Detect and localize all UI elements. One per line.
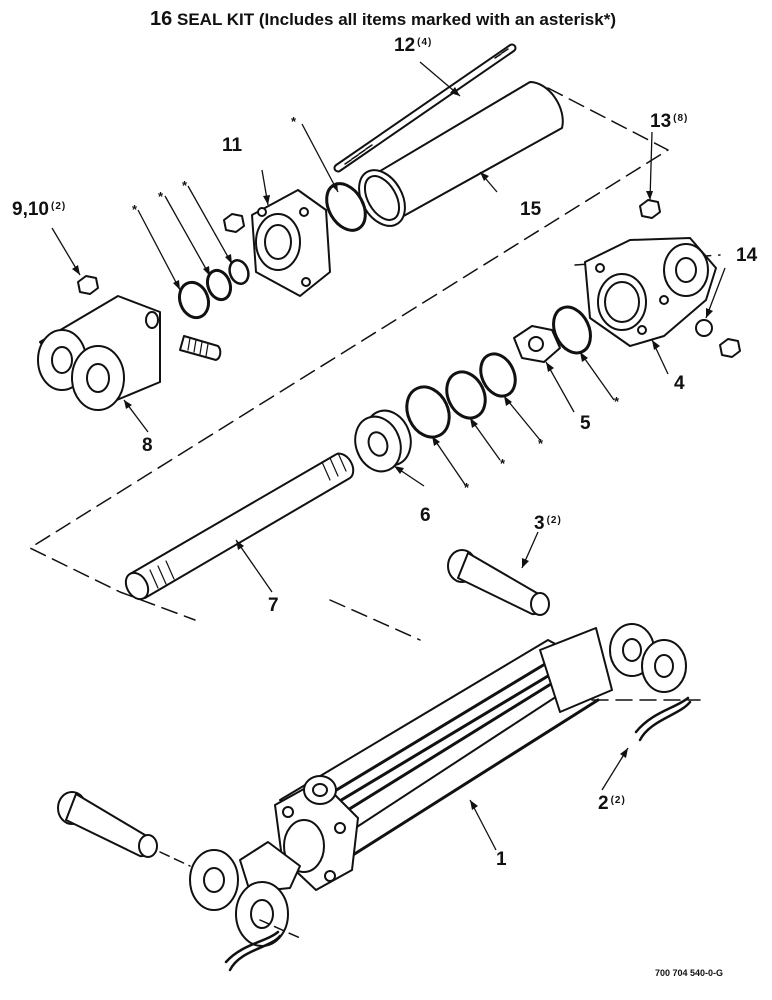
- piston-seal-1: [479, 352, 517, 398]
- callout-15: 15: [520, 199, 542, 220]
- piston-rod-part: [124, 452, 355, 601]
- callout-3: 3(2): [534, 513, 562, 534]
- callout-7: 7: [268, 595, 279, 616]
- head-block-part: [251, 189, 331, 297]
- base-o-ring: [552, 305, 592, 355]
- leader-star-wiper: [137, 209, 181, 291]
- leader-star-o-ring: [301, 123, 339, 193]
- head-nut: [223, 213, 245, 233]
- cylinder-tube-part: [358, 80, 564, 227]
- callout-12: 12(4): [394, 35, 433, 56]
- asterisk-marker: *: [614, 394, 620, 409]
- left-clevis-guide: [259, 919, 301, 939]
- clevis-bolt: [179, 335, 222, 361]
- callout-13: 13(8): [650, 111, 689, 132]
- callout-4: 4: [674, 373, 685, 394]
- assembled-cylinder-part: [189, 623, 687, 947]
- callout-11: 11: [222, 135, 243, 156]
- leader-5: [545, 361, 575, 413]
- piston-nut-part: [513, 325, 561, 363]
- piston-seal-2: [445, 370, 487, 420]
- asterisk-marker: *: [464, 480, 470, 495]
- callout-6: 6: [420, 505, 431, 526]
- drawing-code: 700 704 540-0-G: [655, 968, 724, 978]
- callout-2: 2(2): [598, 793, 626, 814]
- cotter-pin-right: [634, 696, 692, 742]
- leader-13: [649, 131, 653, 201]
- leader-star-base-o-ring: [579, 351, 615, 401]
- seal-kit-number: 16: [150, 8, 173, 30]
- clevis-lock-nut: [77, 275, 99, 295]
- leader-star-rod-seal: [164, 195, 211, 277]
- callout-1: 1: [496, 849, 507, 870]
- asterisk-marker: *: [132, 202, 138, 217]
- rod-seal: [205, 268, 233, 302]
- wiper-seal: [177, 280, 211, 320]
- leader-arrowheads: [72, 87, 713, 810]
- left-pin-guide: [159, 851, 191, 867]
- grease-fitting: [695, 319, 713, 337]
- grease-fitting-cap: [719, 338, 741, 358]
- left-pin-part: [57, 791, 158, 858]
- callout-8: 8: [142, 435, 153, 456]
- callout-14: 14: [736, 245, 758, 266]
- asterisk-marker: *: [182, 178, 188, 193]
- pin-part: [447, 549, 550, 616]
- leader-star-seal-3: [431, 435, 467, 487]
- asterisk-marker: *: [538, 436, 544, 451]
- rod-clevis-part: [37, 295, 161, 411]
- asterisk-marker: *: [158, 189, 164, 204]
- callout-5: 5: [580, 413, 591, 434]
- cotter-pin-bottom: [224, 930, 282, 972]
- leader-7: [235, 539, 273, 593]
- leader-star-seal-1: [503, 395, 541, 441]
- asterisk-marker: *: [500, 456, 506, 471]
- callout-9-10: 9,10(2): [12, 199, 67, 220]
- leader-star-rod-o-ring: [187, 185, 233, 265]
- piston-part: [354, 409, 412, 473]
- diagram-title: 16 SEAL KIT (Includes all items marked w…: [150, 8, 616, 31]
- rod-o-ring: [228, 259, 250, 285]
- piston-seal-3: [405, 385, 451, 439]
- asterisk-marker: *: [291, 114, 297, 129]
- seal-kit-description: SEAL KIT (Includes all items marked with…: [176, 10, 616, 29]
- base-nut: [639, 199, 661, 219]
- tie-rod-part: [333, 43, 517, 173]
- base-end-block-part: [584, 237, 717, 347]
